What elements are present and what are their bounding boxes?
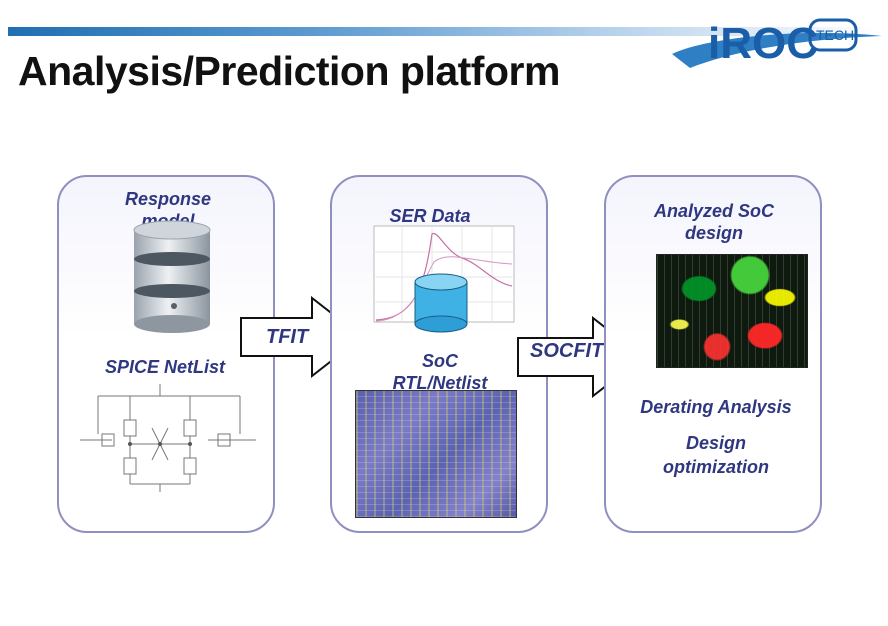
page-title: Analysis/Prediction platform <box>18 48 560 94</box>
rtl-netlist-label: RTL/Netlist <box>392 373 488 393</box>
derating-analysis-label: Derating Analysis <box>640 397 792 417</box>
header-bar <box>8 27 880 36</box>
design-optimization-label-1: Design <box>685 433 746 453</box>
logo-suffix-text: TECH <box>816 27 854 43</box>
spice-netlist-label: SPICE NetList <box>104 357 226 377</box>
analyzed-soc-label: Analyzed SoC <box>653 201 775 221</box>
design-optimization-label-2: optimization <box>663 457 769 477</box>
socfit-label: SOCFIT <box>530 340 604 362</box>
heatmap-image <box>656 254 808 368</box>
soc-label: SoC <box>422 351 458 371</box>
database-icon <box>133 220 211 333</box>
tfit-label: TFIT <box>266 326 309 348</box>
cylinder-icon <box>414 273 468 333</box>
spice-circuit-schematic <box>80 384 256 492</box>
ser-data-label: SER Data <box>389 206 471 226</box>
design-label: design <box>684 223 743 243</box>
logo-brand-text: iROC <box>708 19 818 68</box>
iroc-tech-logo: iROC TECH <box>672 18 882 68</box>
chip-layout-image <box>355 390 517 518</box>
